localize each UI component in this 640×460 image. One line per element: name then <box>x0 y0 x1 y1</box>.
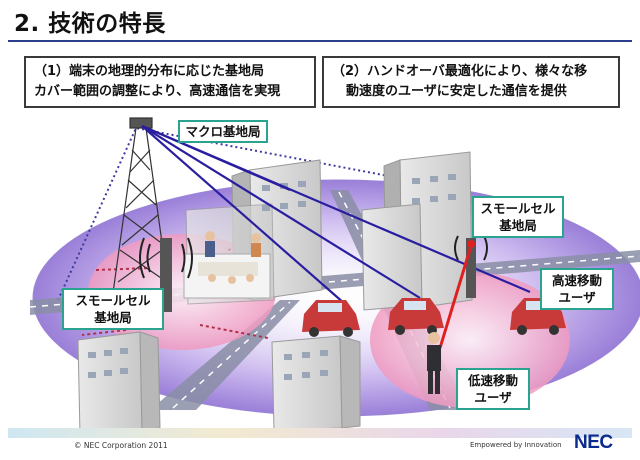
tagline-text: Empowered by Innovation <box>470 441 562 449</box>
low-speed-link <box>438 245 473 349</box>
building-front-center <box>271 335 361 431</box>
label-small-cell-left-l1: スモールセル <box>75 293 151 308</box>
point-1-line-1: （1）端末の地理的分布に応じた基地局 <box>34 64 265 79</box>
macro-tower <box>111 117 171 301</box>
copyright-text: © NEC Corporation 2011 <box>74 441 168 450</box>
label-high-speed-user-l2: ユーザ <box>558 290 596 305</box>
label-macro-station: マクロ基地局 <box>178 120 268 143</box>
label-small-cell-right: スモールセル 基地局 <box>472 196 564 238</box>
building-back-right <box>383 151 473 311</box>
point-1-line-2: カバー範囲の調整により、高速通信を実現 <box>34 84 281 99</box>
macro-coverage-outline <box>57 126 421 301</box>
point-2-line-2: 動速度のユーザに安定した通信を提供 <box>346 84 567 99</box>
label-low-speed-user-l2: ユーザ <box>474 390 512 405</box>
label-small-cell-right-l2: 基地局 <box>499 218 537 233</box>
label-small-cell-right-l1: スモールセル <box>480 201 556 216</box>
label-small-cell-left: スモールセル 基地局 <box>62 288 164 330</box>
building-front-left <box>77 331 161 435</box>
building-windows <box>88 174 456 380</box>
point-box-2: （2）ハンドオーバ最適化により、様々な移 動速度のユーザに安定した通信を提供 <box>322 56 620 108</box>
footer-gradient-bar <box>8 428 632 438</box>
car-left <box>302 300 360 337</box>
label-low-speed-user: 低速移動 ユーザ <box>456 368 530 410</box>
point-box-1: （1）端末の地理的分布に応じた基地局 カバー範囲の調整により、高速通信を実現 <box>24 56 316 108</box>
label-small-cell-left-l2: 基地局 <box>94 310 132 325</box>
building-back-center <box>231 159 323 301</box>
label-high-speed-user-l1: 高速移動 <box>551 273 602 288</box>
building-mid-right <box>361 203 423 311</box>
point-2-line-1: （2）ハンドオーバ最適化により、様々な移 <box>332 64 588 79</box>
car-center <box>388 298 444 335</box>
nec-logo: NEC <box>574 432 613 453</box>
building-office <box>183 203 275 305</box>
title-rule <box>8 40 632 42</box>
label-high-speed-user: 高速移動 ユーザ <box>540 268 614 310</box>
slide-title: 2. 技術の特長 <box>14 11 166 37</box>
small-cell-antenna-right <box>454 235 488 298</box>
walking-user <box>427 332 441 394</box>
label-low-speed-user-l1: 低速移動 <box>467 373 518 388</box>
office-people <box>205 231 261 284</box>
